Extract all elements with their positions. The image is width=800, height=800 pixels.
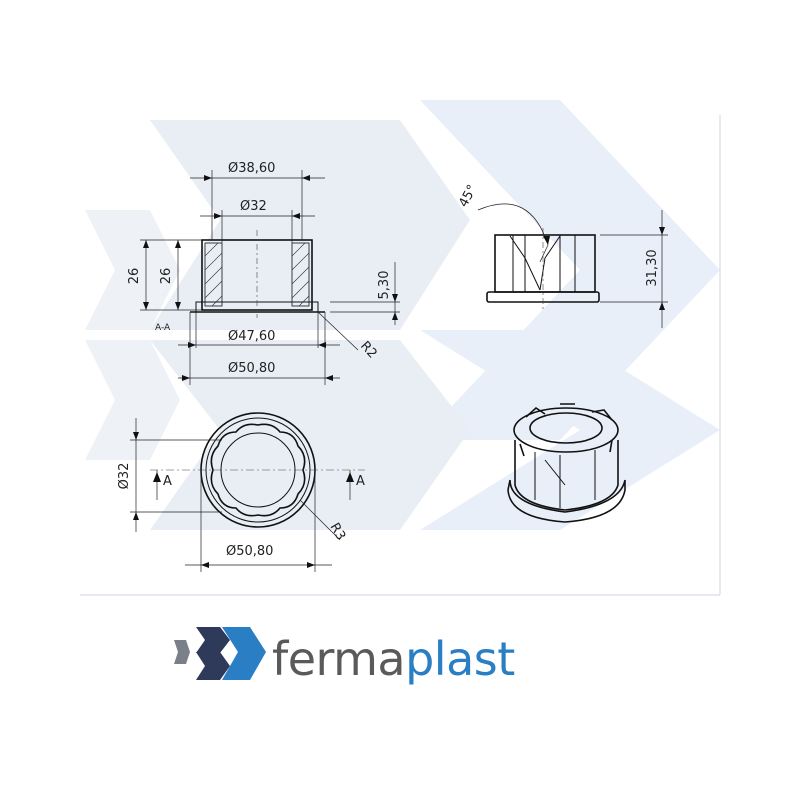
section-dim-height-outer: 26 (127, 268, 142, 285)
side-view (477, 203, 668, 328)
section-view (140, 170, 400, 385)
logo-mark-icon (174, 627, 266, 680)
section-dim-base-outer: Ø50,80 (228, 361, 275, 376)
top-dim-bore: Ø32 (117, 463, 132, 490)
section-marker-left: A (163, 474, 172, 489)
top-dim-outer: Ø50,80 (226, 544, 273, 559)
section-marker-right: A (356, 474, 365, 489)
section-dim-height-inner: 26 (159, 268, 174, 285)
hatched-wall-left (204, 242, 223, 307)
watermark-logo (85, 100, 720, 530)
brand-name-part1: ferma (272, 632, 405, 686)
section-dim-flange: 5,30 (377, 271, 392, 300)
top-view (130, 412, 365, 572)
brand-name-part2: plast (405, 632, 515, 686)
isometric-view (507, 403, 626, 523)
section-dim-inner-top: Ø32 (240, 199, 267, 214)
section-label: A-A (155, 323, 171, 333)
side-dim-height: 31,30 (645, 249, 660, 286)
lobed-profile (210, 423, 306, 517)
brand-logo: fermaplast (174, 627, 515, 686)
section-dim-outer-top: Ø38,60 (228, 161, 275, 176)
section-dim-base-inner: Ø47,60 (228, 329, 275, 344)
hatched-wall-right (291, 242, 310, 307)
side-dim-angle: 45° (456, 182, 480, 209)
brand-name: fermaplast (272, 632, 515, 686)
top-dim-radius: R3 (327, 521, 349, 543)
